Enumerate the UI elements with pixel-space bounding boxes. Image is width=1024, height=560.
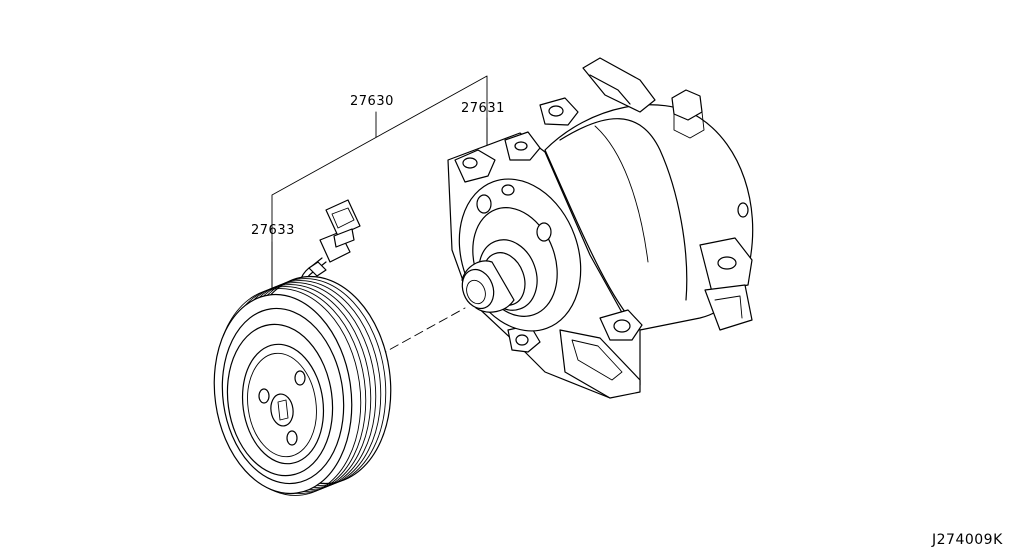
magnetic-clutch-pulley [213,275,392,496]
callout-leaders [271,75,488,357]
diagram-code: J274009K [932,532,1003,548]
assembly-axis-line [377,307,466,357]
callout-27631: 27631 [461,101,505,116]
callout-27633: 27633 [251,223,295,238]
callout-27630: 27630 [350,94,394,109]
ac-compressor [447,57,754,399]
clutch-wire-connector [298,199,361,295]
